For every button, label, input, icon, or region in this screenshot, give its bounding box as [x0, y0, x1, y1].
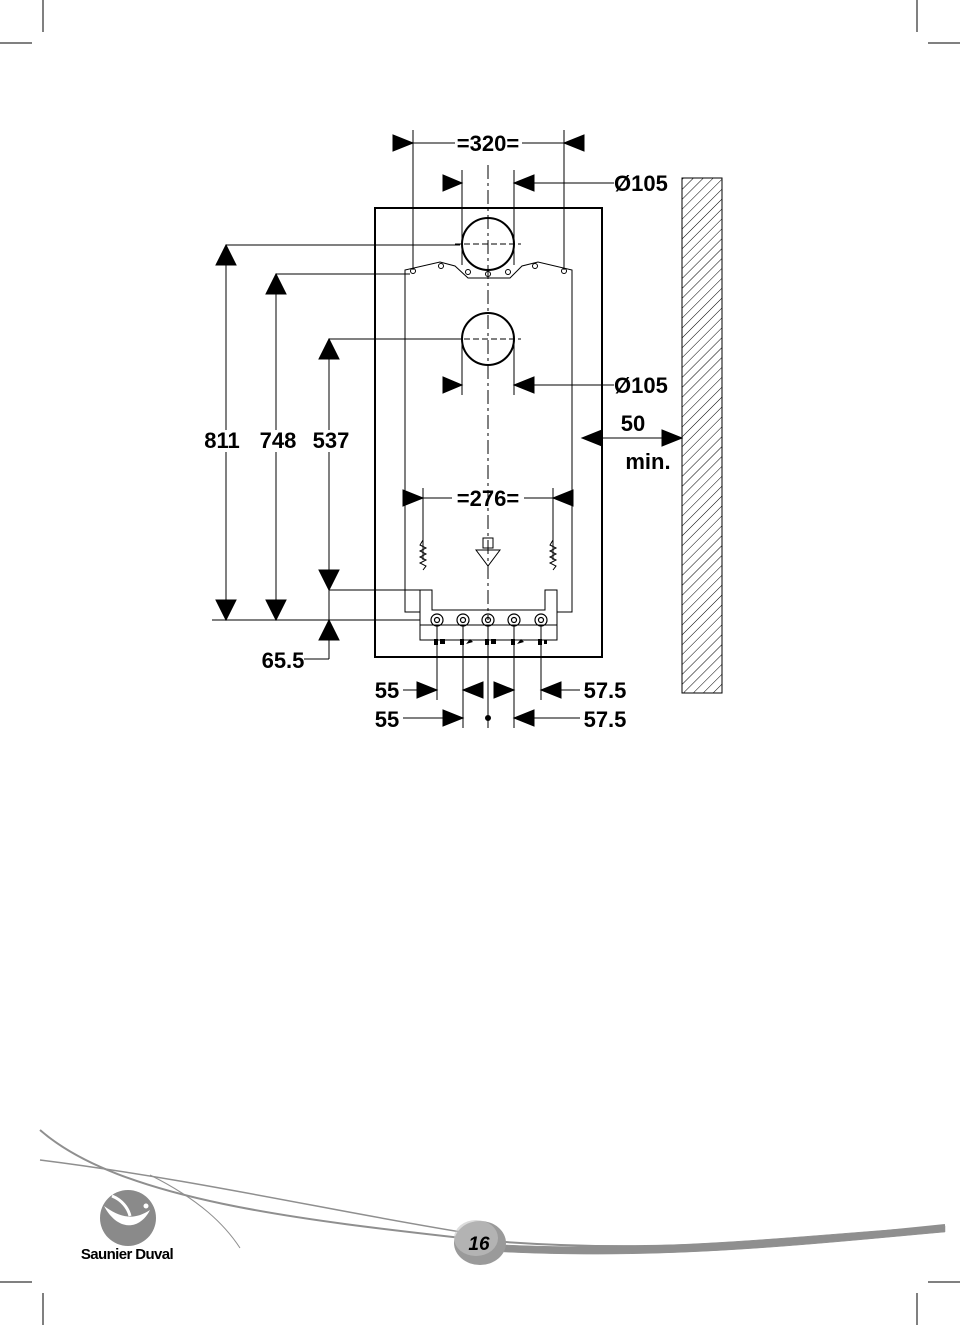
clearance-unit: min.	[625, 449, 670, 474]
brand-logo-icon	[100, 1190, 156, 1246]
dimension-748	[265, 272, 410, 622]
height-811-label: 811	[204, 428, 240, 453]
dimension-276	[402, 488, 574, 560]
brand-name: Saunier Duval	[81, 1246, 174, 1263]
connection-valves	[430, 613, 548, 627]
page-number: 16	[468, 1234, 490, 1255]
height-537-label: 537	[313, 428, 350, 453]
dimension-rear-diameter	[442, 339, 614, 395]
fixing-screws	[418, 537, 558, 578]
lower-bracket	[419, 589, 558, 641]
dimension-top-diameter	[442, 170, 614, 265]
dimension-811	[215, 243, 460, 622]
wall-hatching	[681, 177, 723, 694]
dimension-537	[212, 337, 460, 660]
dimension-320	[392, 130, 585, 270]
top-diameter-label: Ø105	[614, 171, 668, 196]
bracket-width-label: =276=	[457, 486, 519, 511]
rear-diameter-label: Ø105	[614, 373, 668, 398]
spacing-left-label-1: 55	[375, 678, 399, 703]
spacing-right-label-1: 57.5	[584, 678, 627, 703]
dimension-label-320: =320=	[457, 131, 519, 156]
page-number-badge	[454, 1220, 506, 1265]
mounting-frame	[404, 290, 573, 613]
spacing-left-label-2: 55	[375, 707, 399, 732]
dimension-clearance	[580, 429, 684, 447]
valve-symbols	[434, 639, 547, 645]
spacing-right-label-2: 57.5	[584, 707, 627, 732]
top-bracket	[404, 261, 573, 292]
clearance-value: 50	[621, 411, 645, 436]
dimension-bottom-spacing	[403, 626, 580, 728]
bottom-offset-label: 65.5	[262, 648, 305, 673]
height-748-label: 748	[260, 428, 297, 453]
